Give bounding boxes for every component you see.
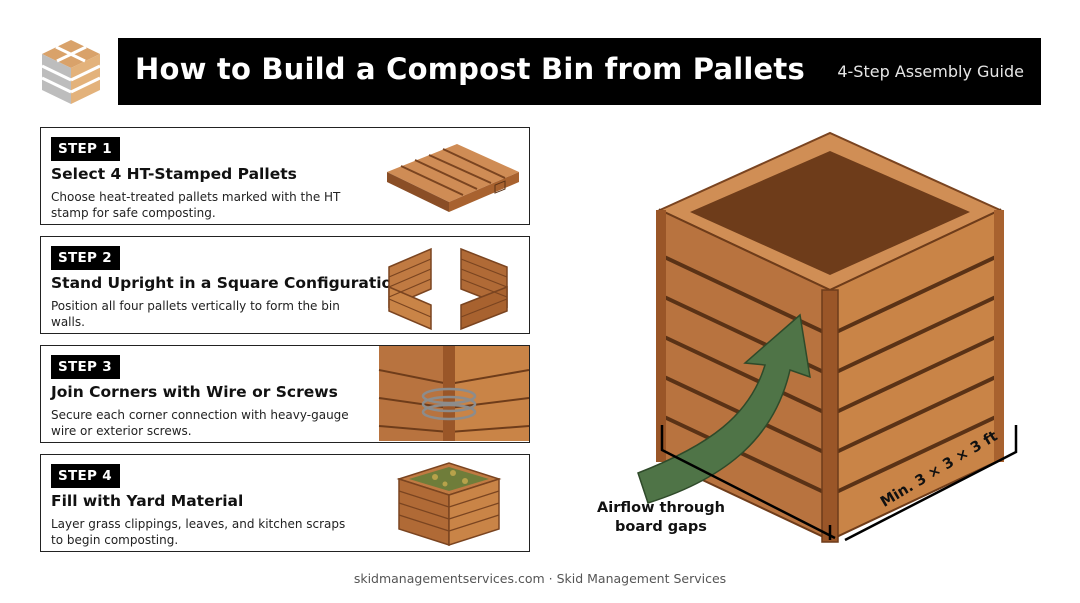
- airflow-callout: Airflow through board gaps: [592, 499, 730, 537]
- step-description: Choose heat-treated pallets marked with …: [51, 190, 341, 220]
- step-description: Position all four pallets vertically to …: [51, 299, 340, 329]
- step-badge: STEP 2: [51, 246, 120, 270]
- step-title: Stand Upright in a Square Configuration: [51, 274, 404, 292]
- step-title: Join Corners with Wire or Screws: [51, 383, 338, 401]
- airflow-label-line2: board gaps: [615, 519, 707, 535]
- compost-bin-illustration: [637, 131, 1018, 543]
- footer-credit: skidmanagementservices.com · Skid Manage…: [353, 571, 727, 586]
- step-description: Layer grass clippings, leaves, and kitch…: [51, 517, 346, 547]
- step-description: Secure each corner connection with heavy…: [51, 408, 349, 438]
- step-title: Fill with Yard Material: [51, 492, 244, 510]
- step-badge: STEP 3: [51, 355, 120, 379]
- page-subtitle: 4-Step Assembly Guide: [837, 62, 1024, 81]
- airflow-label-line1: Airflow through: [597, 500, 725, 516]
- step-card-4: STEP 4 Fill with Yard Material Layer gra…: [40, 454, 530, 552]
- wire-corner-icon: [378, 346, 529, 441]
- page-title: How to Build a Compost Bin from Pallets: [135, 52, 805, 86]
- step-card-1: STEP 1 Select 4 HT-Stamped Pallets Choos…: [40, 127, 530, 225]
- pallet-logo-icon: [41, 40, 101, 104]
- step-card-3: STEP 3 Join Corners with Wire or Screws …: [40, 345, 530, 443]
- step-badge: STEP 4: [51, 464, 120, 488]
- airflow-arrow-icon: [637, 313, 811, 504]
- flat-pallet-icon: [387, 144, 519, 212]
- header-bar: How to Build a Compost Bin from Pallets …: [118, 38, 1041, 105]
- step-title: Select 4 HT-Stamped Pallets: [51, 165, 297, 183]
- filled-bin-icon: [396, 462, 502, 547]
- upright-pallets-icon: [388, 247, 508, 331]
- step-badge: STEP 1: [51, 137, 120, 161]
- step-card-2: STEP 2 Stand Upright in a Square Configu…: [40, 236, 530, 334]
